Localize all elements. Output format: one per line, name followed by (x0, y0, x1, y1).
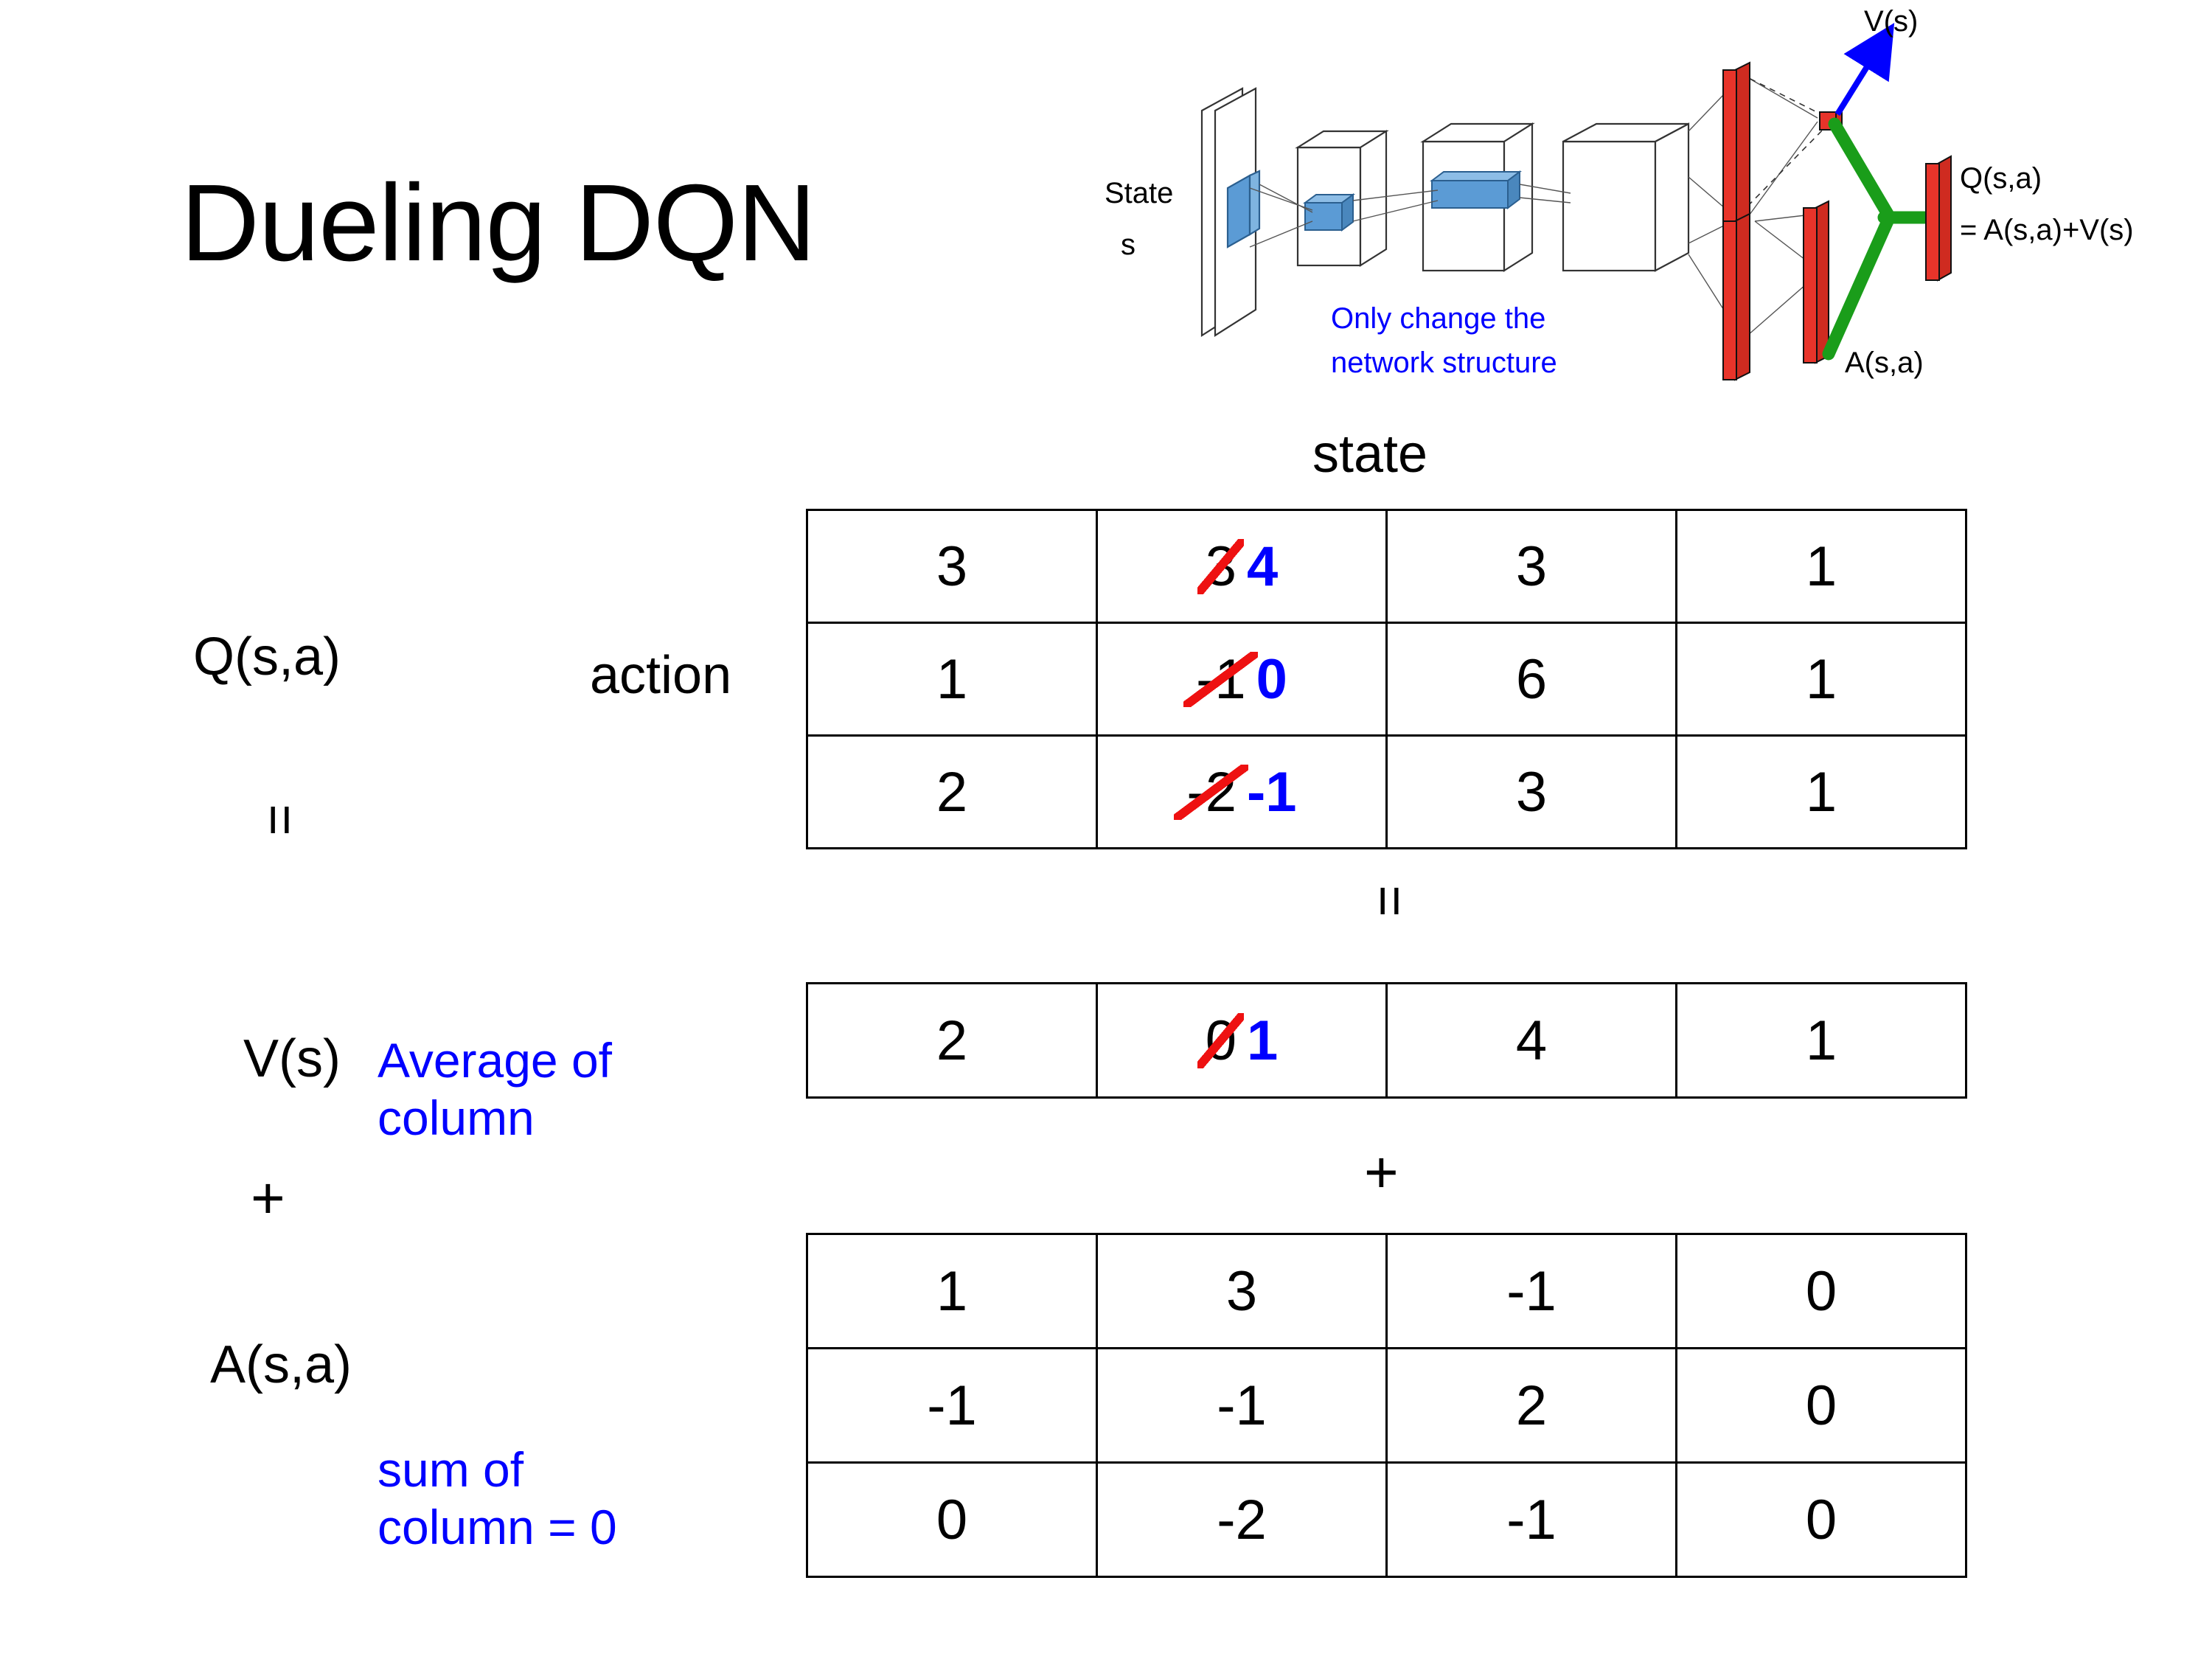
note-sum-of-column: sum of column = 0 (378, 1442, 617, 1554)
table-cell: 3 (1385, 509, 1677, 624)
figure-a-label: A(s,a) (1845, 347, 1924, 379)
struck-old-value: 3 (1197, 535, 1245, 598)
table-cell: 1 (1675, 509, 1967, 624)
table-cell: -1 (1385, 1233, 1677, 1349)
dueling-network-diagram: State s V(s) A(s,a) Q(s,a) = A(s,a)+V(s)… (1091, 0, 2212, 413)
figure-state-sub: s (1121, 229, 1135, 261)
corrected-new-value: -1 (1247, 760, 1297, 824)
table-cell: 6 (1385, 622, 1677, 737)
table-cell: 1 (1675, 622, 1967, 737)
table-cell: -2-1 (1096, 734, 1388, 849)
table-cell: 2 (806, 734, 1098, 849)
struck-old-value: 0 (1197, 1009, 1245, 1072)
table-cell: 3 (1096, 1233, 1388, 1349)
figure-q-formula: = A(s,a)+V(s) (1960, 214, 2134, 246)
page-title: Dueling DQN (181, 162, 816, 284)
note-average-of-column: Average of column (378, 1033, 613, 1145)
figure-v-label: V(s) (1864, 5, 1918, 38)
table-cell: 2 (1385, 1347, 1677, 1464)
corrected-new-value: 1 (1247, 1009, 1279, 1072)
table-cell: 0 (1675, 1233, 1967, 1349)
table-cell: -1 (1096, 1347, 1388, 1464)
table-cell: -1 (1385, 1461, 1677, 1578)
row-label-v: V(s) (243, 1029, 341, 1088)
axis-label-action: action (590, 646, 732, 705)
equals-sign-middle: = (1360, 885, 1421, 917)
corrected-new-value: 0 (1256, 647, 1287, 711)
plus-sign-middle: + (1364, 1139, 1399, 1205)
table-cell: 4 (1385, 982, 1677, 1099)
equals-sign-left: = (250, 804, 311, 836)
row-label-a: A(s,a) (210, 1335, 352, 1394)
table-cell: 0 (806, 1461, 1098, 1578)
table-cell: 1 (1675, 734, 1967, 849)
figure-note-line1: Only change the (1331, 302, 1545, 335)
figure-q-label: Q(s,a) (1960, 162, 2042, 195)
struck-old-value: -2 (1173, 760, 1248, 824)
figure-note-line2: network structure (1331, 347, 1557, 379)
table-cell: 1 (1675, 982, 1967, 1099)
corrected-new-value: 4 (1247, 535, 1279, 598)
table-cell: 1 (806, 1233, 1098, 1349)
plus-sign-left: + (251, 1165, 285, 1231)
corrected-cell: -2-1 (1173, 760, 1297, 824)
table-cell: 0 (1675, 1461, 1967, 1578)
table-cell: 0 (1675, 1347, 1967, 1464)
table-cell: 1 (806, 622, 1098, 737)
table-cell: 2 (806, 982, 1098, 1099)
row-label-q: Q(s,a) (193, 627, 341, 686)
figure-state-label: State (1105, 177, 1173, 209)
table-cell: 3 (806, 509, 1098, 624)
table-cell: 3 (1385, 734, 1677, 849)
axis-label-state: state (1312, 425, 1428, 484)
table-cell: -2 (1096, 1461, 1388, 1578)
table-cell: -1 (806, 1347, 1098, 1464)
struck-old-value: -1 (1183, 647, 1258, 711)
